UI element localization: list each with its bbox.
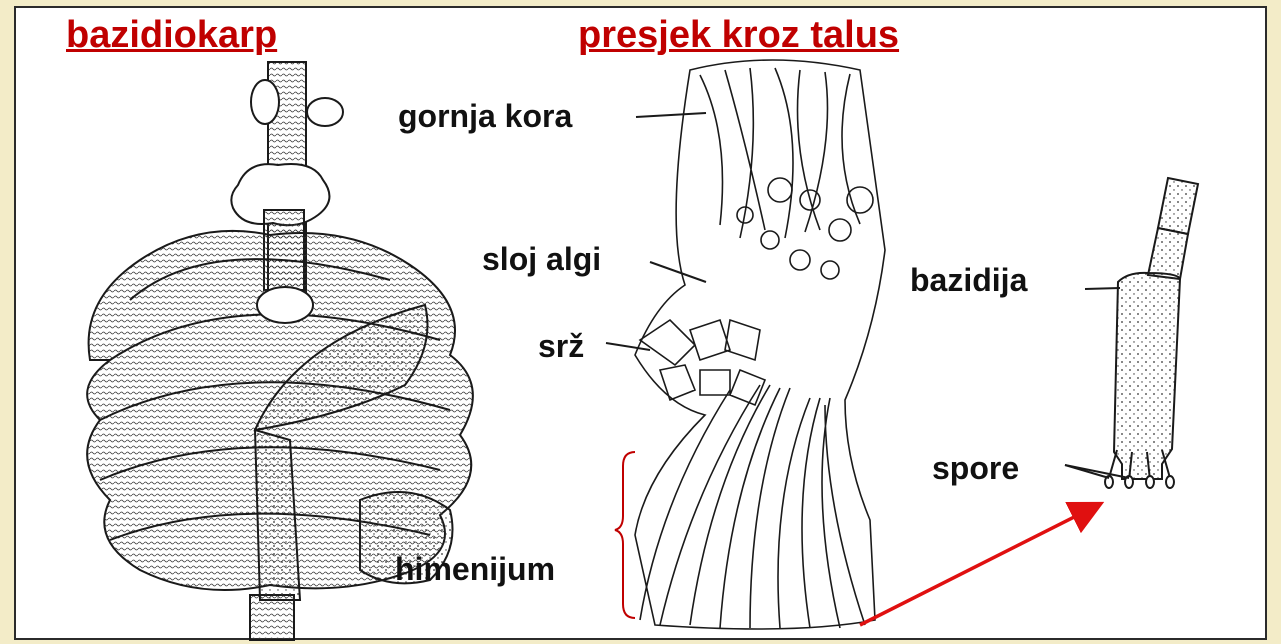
label-hymenium: himenijum	[395, 553, 555, 585]
label-medulla: srž	[538, 330, 584, 362]
title-thallus-section: presjek kroz talus	[578, 16, 899, 54]
label-spores: spore	[932, 452, 1019, 484]
thallus-section-drawing	[615, 60, 885, 629]
label-algae-layer: sloj algi	[482, 243, 601, 275]
leader-spores-2	[1065, 465, 1129, 478]
label-basidium: bazidija	[910, 264, 1027, 296]
arrow-hymenium-to-spores	[860, 505, 1098, 625]
title-basidiocarp: bazidiokarp	[66, 16, 277, 54]
leader-basidium	[1085, 288, 1120, 289]
label-upper-cortex: gornja kora	[398, 100, 572, 132]
basidium-drawing	[1105, 178, 1198, 488]
